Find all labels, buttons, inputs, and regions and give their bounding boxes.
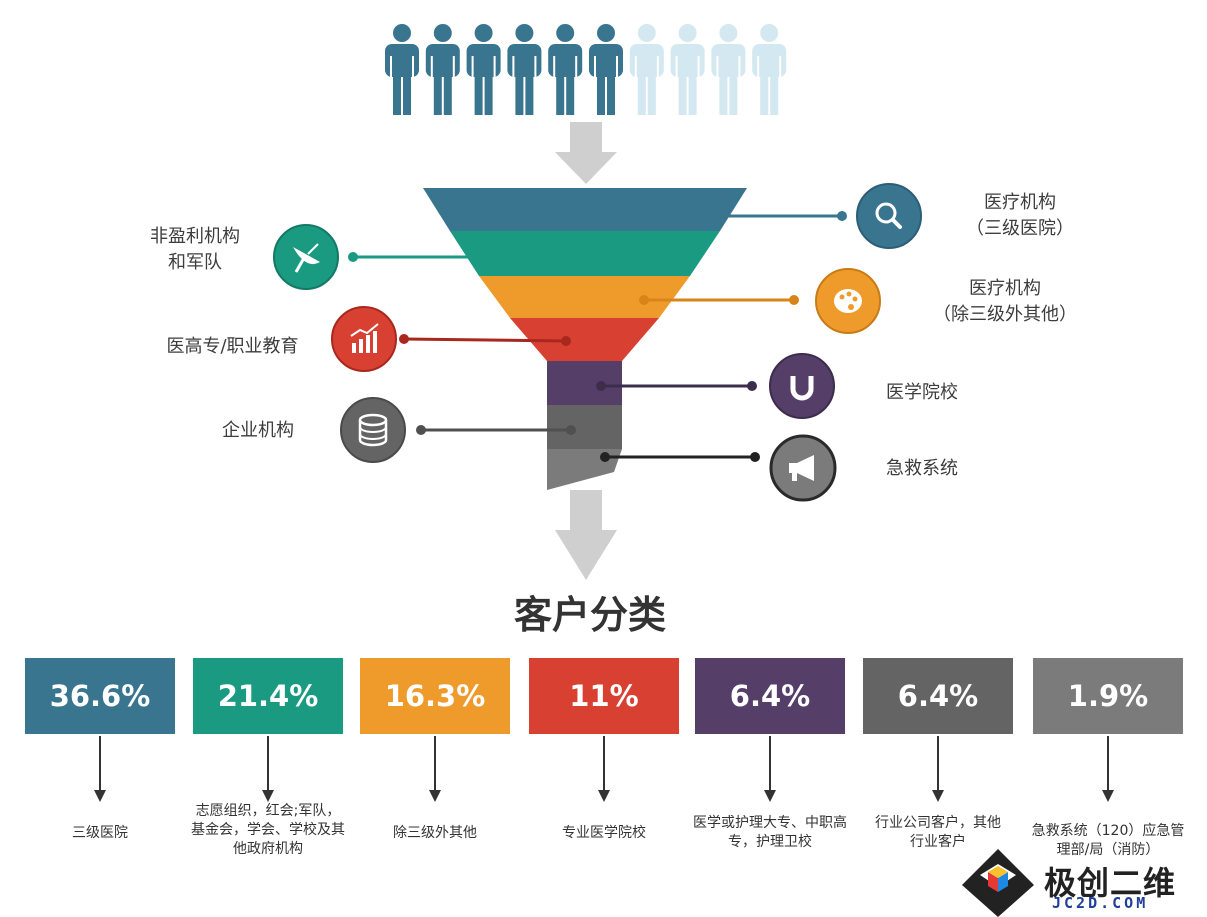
category-card-2: 21.4% xyxy=(193,658,343,734)
label-nonprofit: 非盈利机构 和军队 xyxy=(120,224,270,276)
satellite-dish-icon xyxy=(273,224,339,290)
label-medical-other-line1: 医疗机构 xyxy=(969,278,1041,299)
category-card-4: 11% xyxy=(529,658,679,734)
person-icon xyxy=(670,24,705,115)
person-icon xyxy=(589,24,623,115)
label-medical-top: 医疗机构 （三级医院） xyxy=(940,190,1100,242)
funnel-layer-2 xyxy=(450,231,720,276)
person-icon xyxy=(629,24,664,115)
connector-lines xyxy=(348,211,847,462)
label-medical-other: 医疗机构 （除三级外其他） xyxy=(915,276,1095,328)
category-value-7: 1.9% xyxy=(1067,679,1149,713)
label-nonprofit-line1: 非盈利机构 xyxy=(150,226,240,247)
person-icon xyxy=(507,24,542,115)
funnel-layer-5 xyxy=(547,361,622,405)
category-card-7: 1.9% xyxy=(1033,658,1183,734)
category-arrow xyxy=(764,736,776,802)
category-card-6: 6.4% xyxy=(863,658,1013,734)
category-value-6: 6.4% xyxy=(897,679,979,713)
label-vocational-line1: 医高专/职业教育 xyxy=(166,336,299,357)
category-card-1: 36.6% xyxy=(25,658,175,734)
brand-logo-icon xyxy=(962,849,1034,917)
person-icon xyxy=(425,24,460,115)
person-icon xyxy=(711,24,746,115)
category-value-4: 11% xyxy=(569,679,639,713)
category-arrow xyxy=(932,736,944,802)
down-arrow-top xyxy=(555,122,617,184)
category-desc-4: 专业医学院校 xyxy=(562,825,646,841)
funnel-layer-1 xyxy=(423,188,747,231)
category-value-5: 6.4% xyxy=(729,679,811,713)
category-desc-5: 医学或护理大专、中职高专，护理卫校 xyxy=(693,815,847,850)
funnel-layer-7 xyxy=(547,449,622,490)
category-card-5: 6.4% xyxy=(695,658,845,734)
category-value-2: 21.4% xyxy=(217,679,319,713)
funnel-layer-4 xyxy=(510,318,659,361)
database-icon xyxy=(340,397,406,463)
label-med-school: 医学院校 xyxy=(886,380,1006,406)
search-icon xyxy=(856,183,922,249)
category-desc-2: 志愿组织，红会;军队，基金会，学会、学校及其他政府机构 xyxy=(191,803,345,857)
bar-chart-icon xyxy=(331,306,397,372)
label-enterprise: 企业机构 xyxy=(222,418,322,444)
funnel xyxy=(423,188,747,490)
label-med-school-line1: 医学院校 xyxy=(886,382,958,403)
people-row xyxy=(385,24,787,115)
label-vocational: 医高专/职业教育 xyxy=(130,334,335,360)
category-value-3: 16.3% xyxy=(384,679,486,713)
megaphone-icon xyxy=(769,434,837,502)
category-arrows xyxy=(94,736,1114,802)
category-arrow xyxy=(262,736,274,802)
category-card-3: 16.3% xyxy=(360,658,510,734)
label-nonprofit-line2: 和军队 xyxy=(168,252,222,273)
category-desc-6: 行业公司客户，其他行业客户 xyxy=(875,815,1001,850)
person-icon xyxy=(385,24,419,115)
category-desc-7: 急救系统（120）应急管理部/局（消防） xyxy=(1031,823,1185,856)
magnet-icon xyxy=(769,353,835,419)
label-medical-top-line2: （三级医院） xyxy=(966,218,1074,239)
category-arrow xyxy=(94,736,106,802)
label-medical-other-line2: （除三级外其他） xyxy=(933,304,1077,325)
person-icon xyxy=(466,24,501,115)
label-enterprise-line1: 企业机构 xyxy=(222,420,294,441)
funnel-layer-3 xyxy=(479,276,690,318)
category-arrow xyxy=(598,736,610,802)
label-emergency-line1: 急救系统 xyxy=(886,458,958,479)
palette-icon xyxy=(815,268,881,334)
person-icon xyxy=(752,24,787,115)
brand-name: 极创二维 xyxy=(1044,864,1177,902)
label-medical-top-line1: 医疗机构 xyxy=(984,192,1056,213)
category-desc-3: 除三级外其他 xyxy=(393,825,477,841)
funnel-layer-6 xyxy=(547,405,622,449)
category-value-1: 36.6% xyxy=(49,679,151,713)
category-desc-1: 三级医院 xyxy=(72,825,128,841)
brand-domain: JC2D.COM xyxy=(1052,894,1149,912)
person-icon xyxy=(548,24,583,115)
category-arrow xyxy=(1102,736,1114,802)
page-title: 客户分类 xyxy=(513,593,666,637)
category-arrow xyxy=(429,736,441,802)
down-arrow-bottom xyxy=(555,490,617,580)
label-emergency: 急救系统 xyxy=(886,456,1006,482)
